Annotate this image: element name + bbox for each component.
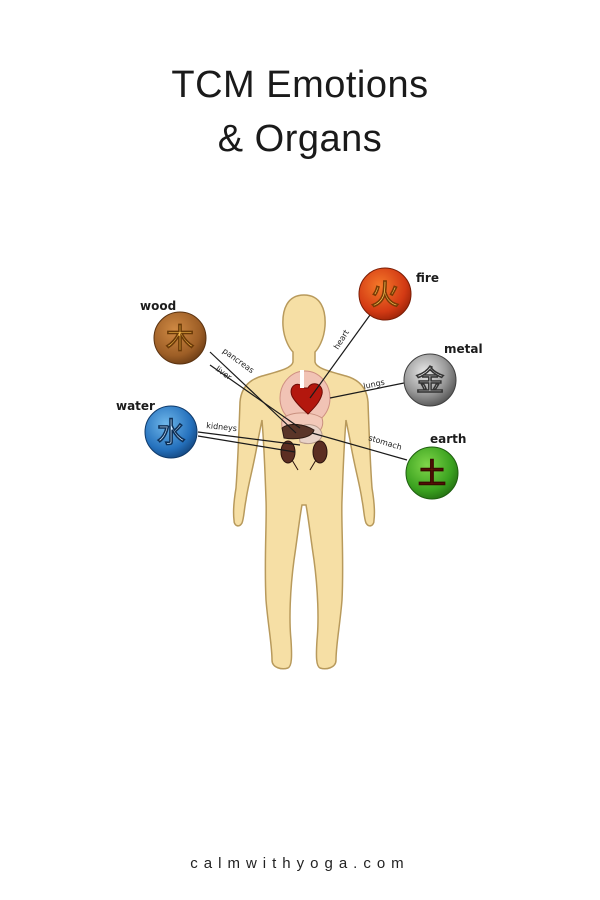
earth-label: earth xyxy=(430,432,466,446)
fire-element-icon xyxy=(358,267,412,321)
element-fire: 火 fire xyxy=(358,267,439,321)
element-earth: 土 earth xyxy=(405,432,466,500)
organ-label-heart: heart xyxy=(332,328,351,351)
wood-element-icon xyxy=(153,311,207,365)
title-line-1: TCM Emotions xyxy=(171,64,429,106)
wood-label: wood xyxy=(140,299,176,313)
title-line-2: & Organs xyxy=(217,118,383,160)
organ-label-lungs: lungs xyxy=(363,378,386,391)
fire-label: fire xyxy=(416,271,439,285)
human-body xyxy=(232,294,376,670)
organ-label-stomach: stomach xyxy=(367,433,403,452)
earth-glyph: 土 xyxy=(418,457,446,490)
fire-glyph: 火 xyxy=(371,278,399,311)
aorta-shape xyxy=(300,370,304,388)
water-glyph: 水 xyxy=(157,416,186,449)
kidney-right-shape xyxy=(312,440,328,464)
body-outline xyxy=(232,294,376,670)
connector-heart xyxy=(309,314,371,399)
earth-element-icon xyxy=(405,446,459,500)
element-metal: 金 metal xyxy=(403,342,483,407)
metal-label: metal xyxy=(444,342,483,356)
water-label: water xyxy=(116,399,155,413)
element-wood: 木 wood xyxy=(140,299,207,365)
page-title: TCM Emotions & Organs xyxy=(0,58,600,166)
element-water: 水 water xyxy=(116,399,198,459)
connector-lines xyxy=(197,314,408,461)
metal-glyph: 金 xyxy=(415,364,445,397)
connector-liver xyxy=(209,364,301,429)
connector-stomach xyxy=(311,432,408,461)
connector-lungs xyxy=(329,382,405,399)
metal-element-icon xyxy=(403,353,457,407)
wood-glyph: 木 xyxy=(165,322,194,355)
footer-site: calmwithyoga.com xyxy=(190,855,410,872)
organ-label-kidneys: kidneys xyxy=(206,421,238,433)
connector-kidneys-1 xyxy=(197,431,301,446)
connector-kidneys-2 xyxy=(197,435,296,453)
connector-pancreas xyxy=(209,351,297,434)
water-element-icon xyxy=(144,405,198,459)
